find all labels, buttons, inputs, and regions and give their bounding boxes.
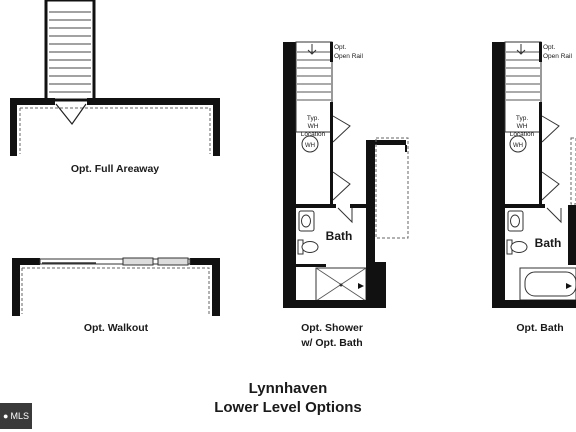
bath-option-plan: Opt. Open Rail Typ. WH Location WH Bath … bbox=[492, 41, 576, 334]
bath-rail-post bbox=[539, 42, 542, 62]
shower-open-rail-2: Open Rail bbox=[334, 53, 363, 60]
walkout-wall-left bbox=[12, 258, 20, 316]
bath-wall-right bbox=[568, 205, 576, 265]
bath-bath-label: Bath bbox=[535, 236, 562, 250]
areaway-dashed-outline bbox=[19, 107, 211, 154]
shower-wall-bottom bbox=[283, 300, 386, 308]
shower-wh-text-1: Typ. bbox=[307, 115, 319, 122]
areaway-wall-left bbox=[10, 98, 17, 156]
mls-logo-icon: ● bbox=[3, 411, 9, 421]
shower-head-icon bbox=[358, 283, 364, 289]
shower-bath-wall-top-right bbox=[350, 204, 370, 208]
walkout-wall-left-top bbox=[12, 258, 40, 265]
shower-drain-icon bbox=[339, 283, 343, 287]
shower-wall-corner bbox=[366, 262, 386, 308]
walkout-plan: Opt. Walkout bbox=[12, 257, 220, 334]
walkout-wall-right-top bbox=[190, 258, 220, 265]
label-shower-line1: Opt. Shower bbox=[301, 322, 363, 334]
label-shower-line2: w/ Opt. Bath bbox=[300, 337, 362, 349]
shower-bath-wall-bottom bbox=[296, 264, 326, 267]
shower-stair-arrow bbox=[307, 44, 317, 55]
bath-wall-left bbox=[492, 42, 505, 308]
diagram-title: Lynnhaven bbox=[248, 380, 328, 397]
shower-bath-wall-top bbox=[296, 204, 336, 208]
bath-wh-symbol: WH bbox=[513, 143, 523, 149]
areaway-wall-right bbox=[213, 98, 220, 156]
walkout-dashed-outline bbox=[21, 267, 210, 314]
bath-sink-bowl bbox=[510, 214, 520, 228]
bath-door-swing-1 bbox=[541, 115, 560, 143]
bath-wall-mid bbox=[539, 102, 542, 207]
shower-option-plan: Opt. Open Rail Typ. WH Location WH Bath … bbox=[283, 41, 409, 349]
shower-wall-right-top bbox=[366, 140, 406, 145]
shower-wh-text-2: WH bbox=[308, 123, 319, 130]
shower-sink-bowl bbox=[301, 214, 311, 228]
shower-dashed-area bbox=[375, 137, 409, 239]
areaway-stair-treads bbox=[49, 11, 91, 93]
bath-stair-treads bbox=[506, 51, 540, 101]
shower-wh-symbol: WH bbox=[305, 143, 315, 149]
areaway-stair-outline bbox=[44, 0, 96, 102]
shower-open-rail-1: Opt. bbox=[334, 44, 346, 51]
mls-watermark: ● MLS bbox=[0, 403, 32, 429]
shower-wall-left bbox=[283, 42, 296, 308]
areaway-wall-left-top bbox=[10, 98, 55, 105]
bath-door-swing-2 bbox=[541, 171, 560, 201]
bath-dashed-area bbox=[570, 137, 576, 205]
shower-door-swing-1 bbox=[332, 115, 351, 143]
bath-door bbox=[546, 207, 562, 224]
shower-stair-box bbox=[295, 41, 333, 133]
shower-wall-right bbox=[366, 140, 375, 265]
bath-sink-icon bbox=[507, 210, 524, 232]
walkout-window-2 bbox=[157, 257, 189, 266]
shower-door-swing-2 bbox=[332, 171, 351, 201]
bath-tub-faucet-icon bbox=[566, 283, 572, 289]
label-full-areaway: Opt. Full Areaway bbox=[71, 163, 159, 175]
walkout-wall-right bbox=[212, 258, 220, 316]
shower-rail-post bbox=[330, 42, 333, 62]
mls-text: MLS bbox=[10, 411, 29, 421]
bath-wall-bottom bbox=[492, 300, 576, 308]
bath-wh-text-2: WH bbox=[517, 123, 528, 130]
bath-open-rail-2: Open Rail bbox=[543, 53, 572, 60]
shower-sink-icon bbox=[298, 210, 315, 232]
shower-water-heater-icon bbox=[301, 135, 319, 153]
bath-wh-text-1: Typ. bbox=[516, 115, 528, 122]
bath-stair-arrow bbox=[516, 44, 526, 55]
bath-wall-top bbox=[505, 204, 545, 208]
bath-wh-text-3: Location bbox=[510, 131, 535, 138]
shower-wall-mid bbox=[330, 102, 333, 207]
walkout-window-1 bbox=[122, 257, 154, 266]
areaway-door-swing bbox=[55, 103, 87, 126]
shower-wh-text-3: Location bbox=[301, 131, 326, 138]
shower-toilet-icon bbox=[301, 241, 319, 253]
label-walkout: Opt. Walkout bbox=[84, 322, 149, 334]
shower-bath-label: Bath bbox=[326, 229, 353, 243]
walkout-sliding-door bbox=[39, 258, 191, 265]
diagram-subtitle: Lower Level Options bbox=[214, 399, 362, 416]
bath-toilet-icon bbox=[510, 241, 528, 253]
label-bath: Opt. Bath bbox=[516, 322, 563, 334]
full-areaway-plan: Opt. Full Areaway bbox=[10, 0, 220, 175]
bath-open-rail-1: Opt. bbox=[543, 44, 555, 51]
bath-tub-basin bbox=[524, 271, 576, 297]
shower-stair-treads bbox=[297, 51, 331, 101]
bath-stair-box bbox=[504, 41, 542, 133]
shower-bath-door bbox=[337, 207, 353, 224]
bath-water-heater-icon bbox=[509, 135, 527, 153]
areaway-wall-right-top bbox=[87, 98, 220, 105]
